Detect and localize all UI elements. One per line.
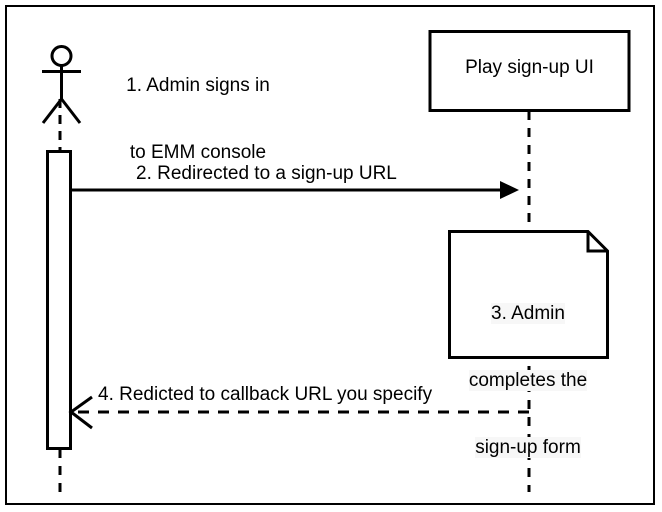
diagram-frame — [5, 5, 655, 505]
step-4-message-label: 4. Redicted to callback URL you specify — [98, 384, 433, 405]
step-1-line-2: to EMM console — [129, 142, 267, 164]
actor-activation-bar — [46, 150, 72, 450]
note-body-step-3 — [448, 230, 609, 359]
note-fold-step-3 — [586, 231, 608, 253]
message-arrow-step-2 — [71, 181, 519, 199]
message-arrow-step-4 — [68, 395, 529, 430]
note-step-3 — [448, 230, 609, 359]
step-1-line-1: 1. Admin signs in — [126, 74, 270, 96]
note-step-3-line-1-text: 3. Admin — [491, 302, 565, 324]
actor-leg-left-icon — [41, 98, 63, 124]
note-step-3-line-2-text: completes the — [468, 370, 588, 392]
note-step-3-text: 3. Admin completes the sign-up form — [450, 258, 606, 504]
step-1-annotation: 1. Admin signs in to EMM console — [100, 30, 296, 209]
note-step-3-line-1: 3. Admin — [450, 302, 606, 325]
participant-box-play-signup-ui — [428, 30, 631, 112]
note-step-3-line-3: sign-up form — [450, 437, 606, 459]
step-2-message-label: 2. Redirected to a sign-up URL — [136, 163, 397, 184]
participant-label-play-signup-ui: Play sign-up UI — [465, 57, 594, 78]
actor-admin — [41, 45, 82, 124]
actor-head-icon — [50, 45, 73, 67]
note-step-3-line-3-text: sign-up form — [475, 437, 581, 459]
message-arrowhead-step-2 — [500, 181, 519, 199]
actor-leg-right-icon — [60, 98, 82, 124]
note-step-3-line-2: completes the — [450, 370, 606, 392]
message-arrowhead-step-4 — [68, 395, 93, 430]
